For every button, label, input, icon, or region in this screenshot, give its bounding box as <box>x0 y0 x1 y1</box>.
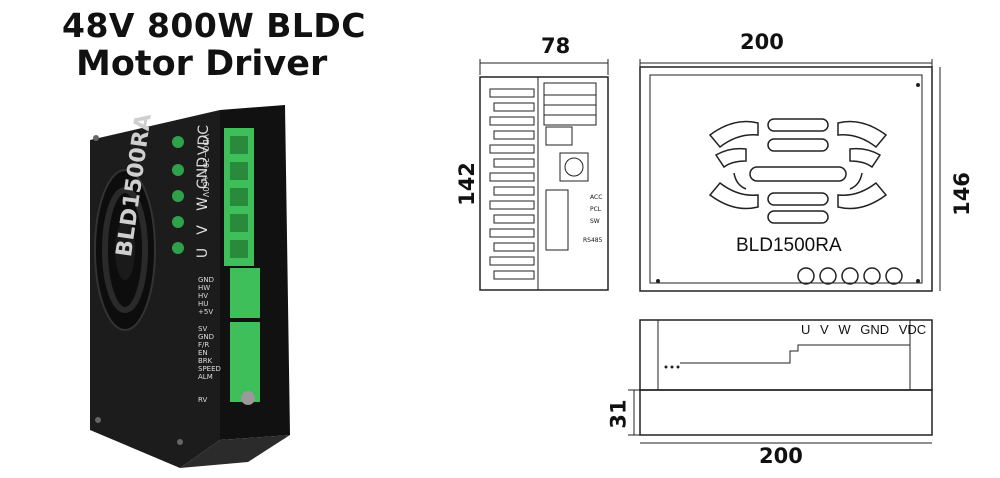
photo-voltage-label: VDC~20~+60V <box>201 134 210 198</box>
product-title-line1: 48V 800W BLDC <box>62 6 367 45</box>
side-height-dim: 142 <box>454 162 479 206</box>
front-height-dim: 31 <box>606 399 631 429</box>
side-port-rs485: RS485 <box>583 237 603 244</box>
top-view-drawing <box>639 59 941 292</box>
side-width-dim: 78 <box>541 34 571 58</box>
front-view-drawing <box>628 319 933 444</box>
side-view-drawing <box>479 59 609 291</box>
top-view-model: BLD1500RA <box>736 235 842 256</box>
photo-terminal-u: U <box>195 247 212 259</box>
front-terminal-labels: U V W GND VDC <box>801 322 927 337</box>
photo-terminal-v: V <box>194 225 211 235</box>
side-port-acc: ACC <box>590 194 603 201</box>
top-width-dim: 200 <box>740 30 784 54</box>
product-title-line2: Motor Driver <box>76 44 328 84</box>
product-photo <box>90 105 290 468</box>
front-width-dim: 200 <box>759 444 803 468</box>
side-port-sw: SW <box>590 218 600 225</box>
photo-rv-label: RV <box>198 396 208 404</box>
top-height-dim: 146 <box>949 172 974 216</box>
photo-terminal-w: W <box>194 197 211 211</box>
side-port-pcl: PCL <box>590 206 602 213</box>
